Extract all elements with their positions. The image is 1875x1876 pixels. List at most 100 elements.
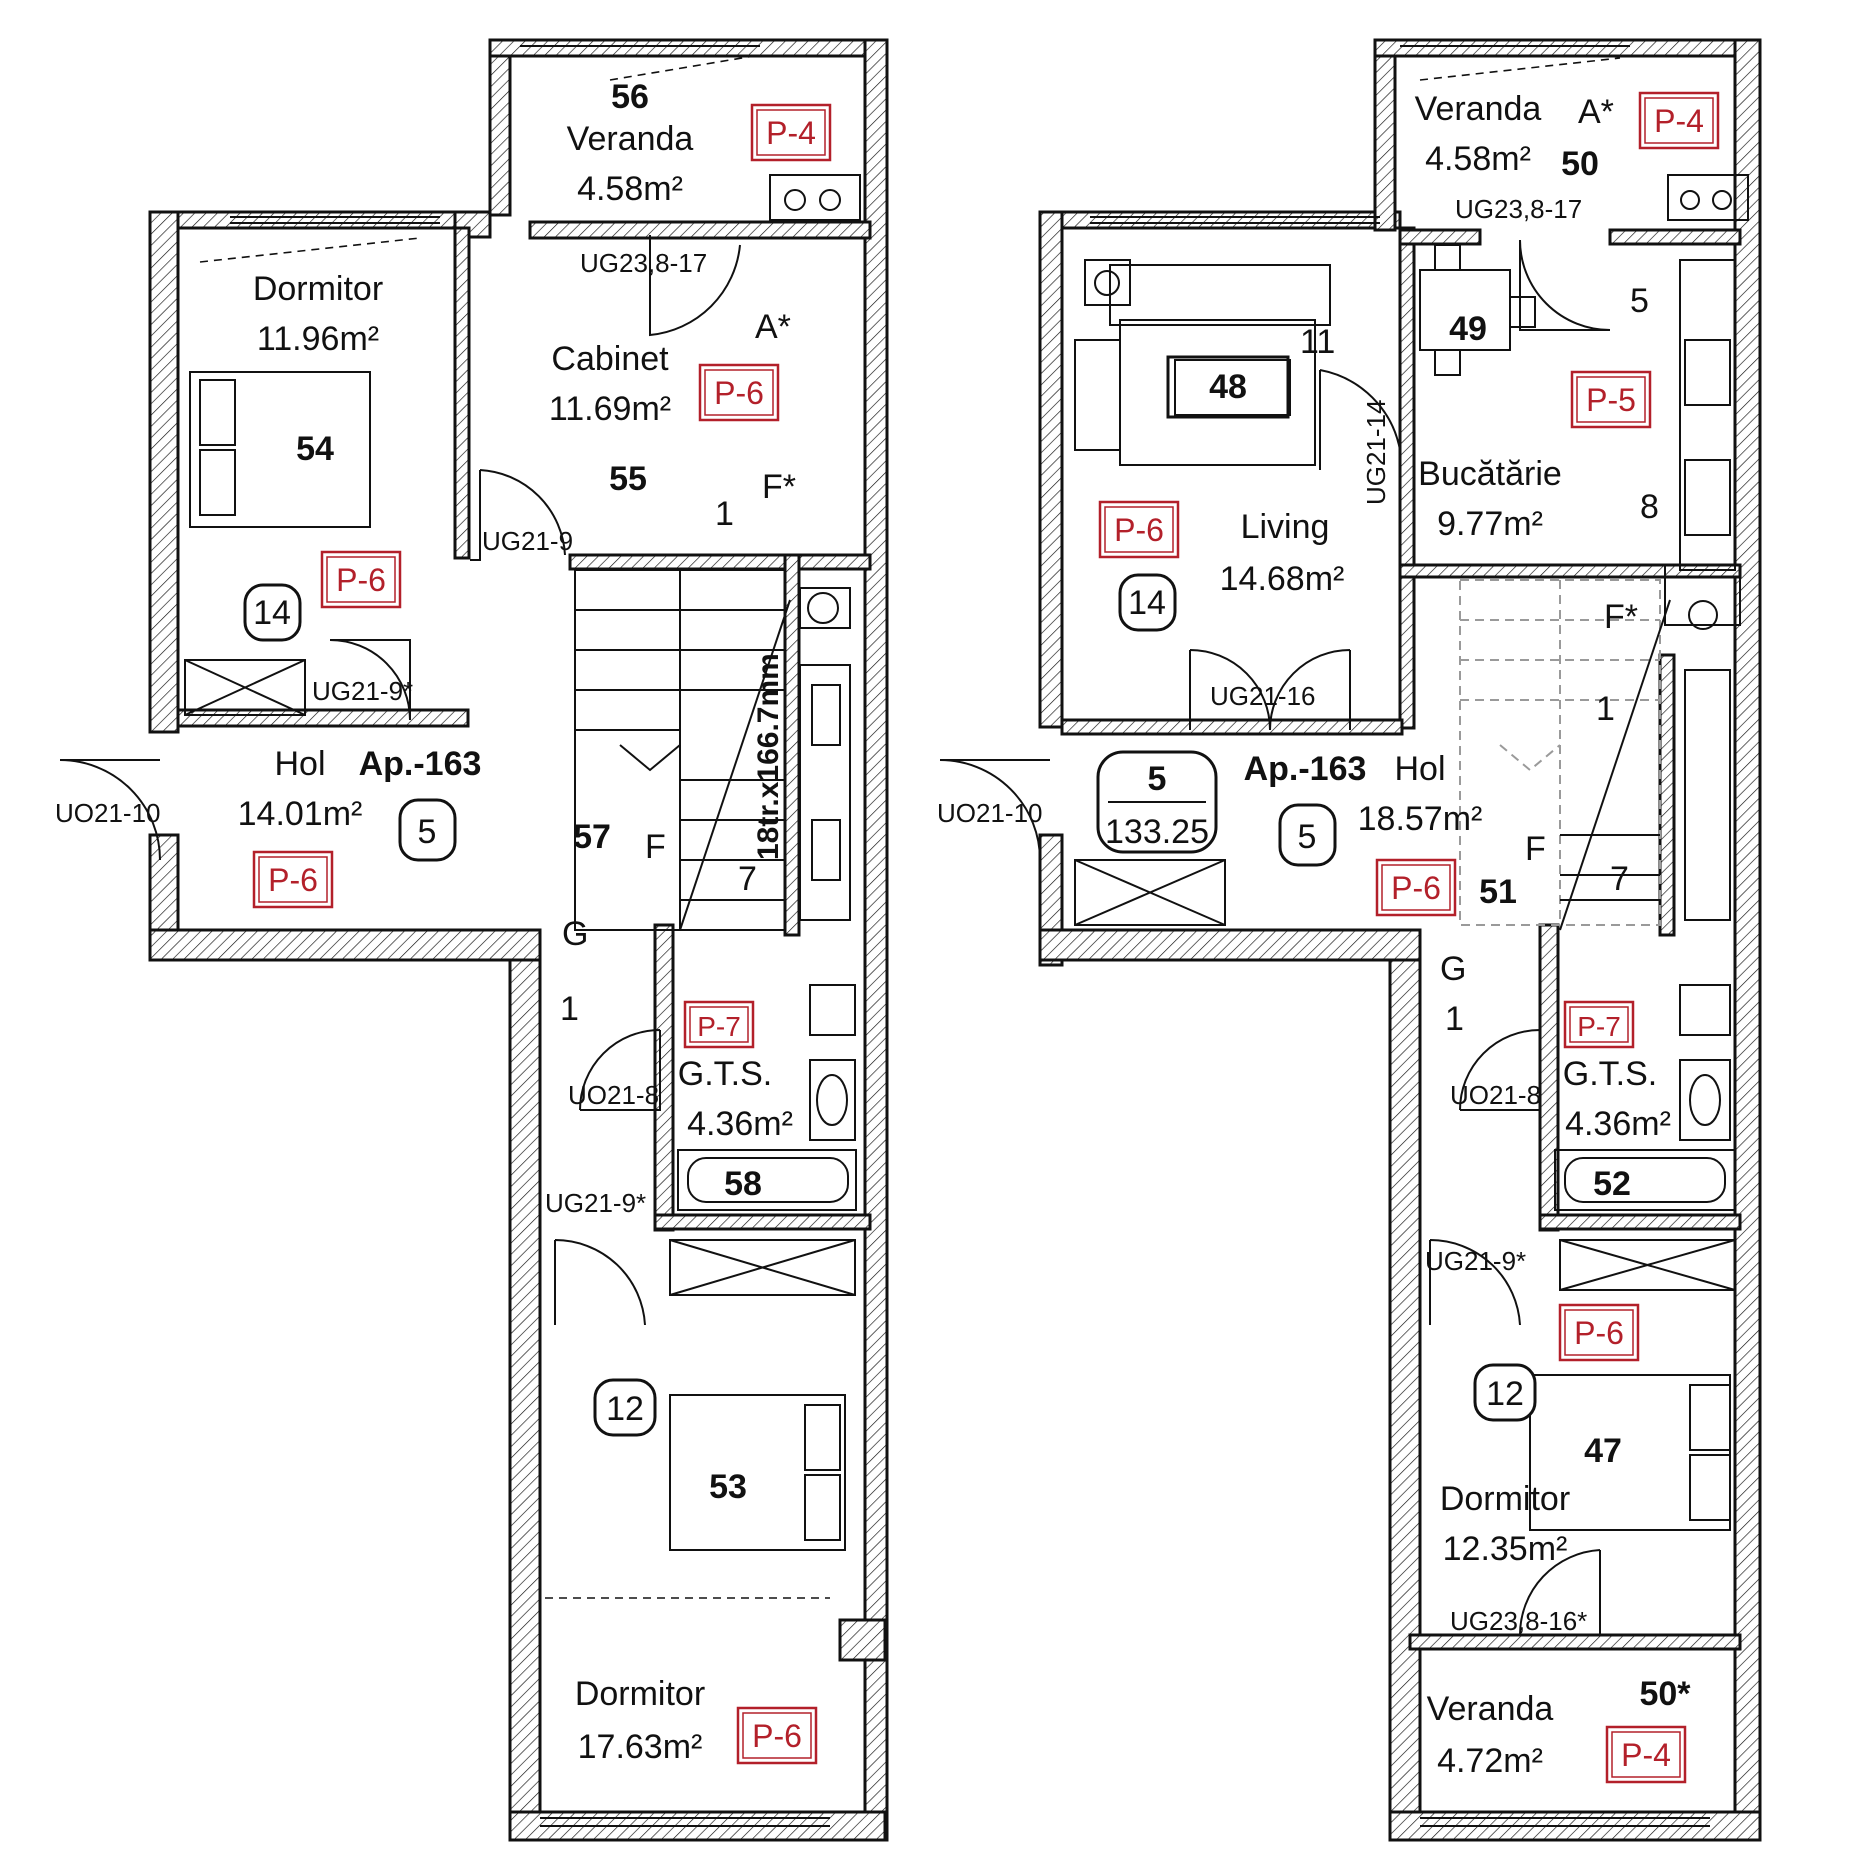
room-area-veranda-bottom: 4.72m² xyxy=(1437,1742,1543,1780)
label-11-right: 11 xyxy=(1300,323,1335,361)
room-area-hol: 14.01m² xyxy=(238,795,363,833)
room-area-living: 14.68m² xyxy=(1220,560,1345,598)
room-area-veranda: 4.58m² xyxy=(577,170,683,208)
apartment-box-top: 5 xyxy=(1148,760,1167,798)
marker-12-right xyxy=(1473,1363,1537,1422)
room-code-veranda-top: P-4 xyxy=(1654,103,1704,139)
room-area-hol-right: 18.57m² xyxy=(1358,800,1483,838)
room-code-veranda: P-4 xyxy=(766,115,816,151)
room-name-dormitor-bottom: Dormitor xyxy=(575,1675,705,1713)
apartment-label: Ap.-163 xyxy=(359,745,482,783)
room-number-49: 49 xyxy=(1449,310,1487,348)
room-code-hol: P-6 xyxy=(268,862,318,898)
label-7: 7 xyxy=(738,860,757,898)
marker-5-right-label: 5 xyxy=(1298,818,1317,856)
room-area-cabinet: 11.69m² xyxy=(549,390,671,428)
room-code-living: P-6 xyxy=(1114,512,1164,548)
stair-left xyxy=(574,569,791,931)
room-name-hol: Hol xyxy=(274,745,325,783)
room-name-veranda-top: Veranda xyxy=(1415,90,1542,128)
room-number-54: 54 xyxy=(296,430,334,468)
walls-right xyxy=(1038,38,1762,1842)
room-name-cabinet: Cabinet xyxy=(551,340,669,378)
room-number-58: 58 xyxy=(724,1165,762,1203)
doors-right xyxy=(939,239,1611,1636)
label-f-right: F xyxy=(1525,830,1546,868)
room-area-gts: 4.36m² xyxy=(687,1105,793,1143)
room-number-47: 47 xyxy=(1584,1432,1622,1470)
room-number-48: 48 xyxy=(1209,368,1247,406)
label-f-star-right: F* xyxy=(1604,598,1638,636)
label-1-bottom-right: 1 xyxy=(1445,1000,1464,1038)
room-number-53: 53 xyxy=(709,1468,747,1506)
door-uo21-10: UO21-10 xyxy=(55,798,161,828)
marker-14-label: 14 xyxy=(253,594,291,632)
room-name-hol-right: Hol xyxy=(1394,750,1445,788)
door-ug21-9-star: UG21-9* xyxy=(312,676,413,706)
room-code-gts-right: P-7 xyxy=(1577,1011,1621,1042)
windows-right xyxy=(1090,45,1710,1827)
stair-right xyxy=(1459,579,1671,931)
apartment-box-bottom: 133.25 xyxy=(1105,813,1209,851)
room-number-57: 57 xyxy=(573,818,611,856)
marker-5-right xyxy=(1278,803,1337,867)
room-name-bucatarie: Bucătărie xyxy=(1418,455,1562,493)
label-7-right: 7 xyxy=(1610,860,1629,898)
marker-12-right-label: 12 xyxy=(1486,1375,1524,1413)
label-8-right: 8 xyxy=(1640,488,1659,526)
marker-5 xyxy=(398,798,457,862)
apartment-label: Ap.-163 xyxy=(1244,750,1367,788)
room-name-gts-right: G.T.S. xyxy=(1563,1055,1657,1093)
labels-left: 56 Veranda 4.58m² P-4 Dormitor 11.96m² 5… xyxy=(55,78,832,1766)
room-code-veranda-bottom: P-4 xyxy=(1621,1737,1671,1773)
room-number-50: 50 xyxy=(1561,145,1599,183)
door-ug23-8-17: UG23,8-17 xyxy=(580,248,707,278)
room-area-veranda-top: 4.58m² xyxy=(1425,140,1531,178)
label-5-right: 5 xyxy=(1630,282,1649,320)
label-1-top-right: 1 xyxy=(1596,690,1615,728)
room-number-50-star: 50* xyxy=(1639,1675,1691,1713)
door-ug23-8-16-star: UG23,8-16* xyxy=(1450,1606,1587,1636)
label-1-top: 1 xyxy=(715,495,734,533)
plan-right: Veranda 4.58m² 50 P-4 48 Living 14.68m² … xyxy=(937,38,1762,1842)
door-uo21-10-right: UO21-10 xyxy=(937,798,1043,828)
label-a-star-right: A* xyxy=(1578,93,1614,131)
door-uo21-8-right: UO21-8 xyxy=(1450,1080,1541,1110)
windows-left xyxy=(199,45,830,1827)
room-code-hol-right: P-6 xyxy=(1391,870,1441,906)
room-code-dormitor-top: P-6 xyxy=(336,562,386,598)
room-name-dormitor-top: Dormitor xyxy=(253,270,383,308)
marker-14 xyxy=(243,583,302,642)
room-number-56: 56 xyxy=(611,78,649,116)
door-ug21-16: UG21-16 xyxy=(1210,681,1316,711)
room-name-veranda-bottom: Veranda xyxy=(1427,1690,1554,1728)
stair-label: 18tr.x166.7mm xyxy=(752,653,785,860)
door-ug21-9: UG21-9 xyxy=(482,526,573,556)
room-name-veranda: Veranda xyxy=(567,120,694,158)
label-g-right: G xyxy=(1440,950,1466,988)
door-ug21-9-star-2: UG21-9* xyxy=(545,1188,646,1218)
room-number-51: 51 xyxy=(1479,873,1517,911)
room-name-gts: G.T.S. xyxy=(678,1055,772,1093)
labels-right: Veranda 4.58m² 50 P-4 48 Living 14.68m² … xyxy=(937,90,1720,1784)
room-name-living: Living xyxy=(1241,508,1330,546)
room-area-bucatarie: 9.77m² xyxy=(1437,505,1543,543)
marker-14-right xyxy=(1118,573,1177,632)
walls-left xyxy=(148,38,889,1842)
room-code-dormitor-bottom: P-6 xyxy=(752,1718,802,1754)
room-code-gts: P-7 xyxy=(697,1011,741,1042)
label-f-star: F* xyxy=(762,468,796,506)
room-name-dormitor-right: Dormitor xyxy=(1440,1480,1570,1518)
label-1-bottom: 1 xyxy=(560,990,579,1028)
marker-12 xyxy=(593,1378,657,1437)
room-number-52: 52 xyxy=(1593,1165,1631,1203)
door-uo21-8: UO21-8 xyxy=(568,1080,659,1110)
room-code-dormitor-right: P-6 xyxy=(1574,1315,1624,1351)
marker-5-label: 5 xyxy=(418,813,437,851)
door-ug21-14: UG21-14 xyxy=(1361,400,1391,506)
room-area-dormitor-top: 11.96m² xyxy=(257,320,379,358)
furniture-right xyxy=(1074,174,1749,1531)
furniture-left xyxy=(184,174,861,1551)
room-number-55: 55 xyxy=(609,460,647,498)
